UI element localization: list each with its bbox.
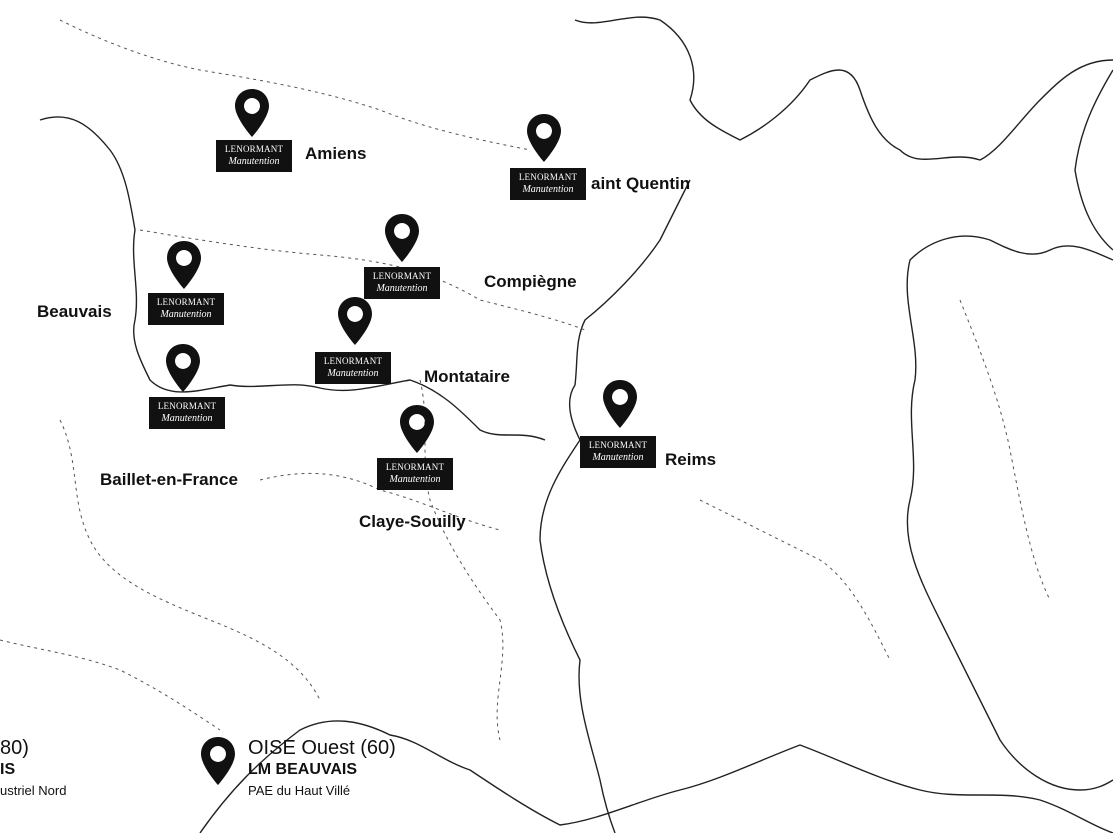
- city-label-claye: Claye-Souilly: [359, 512, 466, 531]
- map-pin-icon: [603, 380, 637, 428]
- legend-store: LM BEAUVAIS: [248, 761, 358, 778]
- city-label-reims: Reims: [665, 450, 717, 469]
- lenormant-logo: LENORMANT Manutention: [216, 140, 292, 172]
- dept-border-6: [959, 299, 1051, 601]
- border-north: [574, 16, 1113, 161]
- marker-saint-quentin[interactable]: LENORMANT Manutention: [510, 113, 590, 203]
- map-pin-icon: [338, 297, 372, 345]
- logo-wordmark: LENORMANT: [323, 356, 383, 366]
- lenormant-logo: LENORMANT Manutention: [148, 293, 224, 325]
- marker-beauvais[interactable]: LENORMANT Manutention: [148, 240, 228, 330]
- lenormant-logo: LENORMANT Manutention: [315, 352, 391, 384]
- legend-pin-icon: [201, 737, 235, 785]
- marker-compiegne[interactable]: LENORMANT Manutention: [364, 213, 444, 303]
- city-label-saint-quentin: aint Quentin: [591, 174, 691, 193]
- map-pin-icon: [166, 344, 200, 392]
- logo-wordmark: LENORMANT: [588, 440, 648, 450]
- border-east: [906, 235, 1113, 791]
- dept-border-2: [139, 229, 586, 331]
- logo-wordmark: LENORMANT: [224, 144, 284, 154]
- border-central: [539, 179, 691, 833]
- lenormant-logo: LENORMANT Manutention: [149, 397, 225, 429]
- marker-montataire[interactable]: LENORMANT Manutention: [315, 296, 395, 386]
- map-pin-icon: [385, 214, 419, 262]
- logo-wordmark: LENORMANT: [518, 172, 578, 182]
- border-east-edge: [1074, 69, 1113, 251]
- logo-tagline: Manutention: [228, 156, 280, 167]
- city-label-compiegne: Compiègne: [484, 272, 577, 291]
- dept-border-5: [259, 472, 501, 531]
- logo-tagline: Manutention: [327, 368, 379, 379]
- logo-tagline: Manutention: [592, 452, 644, 463]
- city-label-montataire: Montataire: [424, 367, 510, 386]
- city-label-amiens: Amiens: [305, 144, 367, 163]
- marker-reims[interactable]: LENORMANT Manutention: [580, 379, 660, 469]
- dept-border-7: [699, 499, 891, 661]
- lenormant-logo: LENORMANT Manutention: [580, 436, 656, 468]
- city-label-beauvais: Beauvais: [37, 302, 112, 321]
- map-pin-icon: [400, 405, 434, 453]
- dept-border-8: [0, 639, 221, 731]
- lenormant-logo: LENORMANT Manutention: [377, 458, 453, 490]
- dept-border-1: [59, 19, 531, 151]
- legend-entry-somme: 80) IS ustriel Nord: [0, 737, 66, 801]
- legend-store: IS: [0, 761, 16, 778]
- logo-tagline: Manutention: [522, 184, 574, 195]
- logo-tagline: Manutention: [389, 474, 441, 485]
- marker-amiens[interactable]: LENORMANT Manutention: [216, 88, 296, 178]
- border-northwest: [39, 116, 546, 441]
- logo-tagline: Manutention: [160, 309, 212, 320]
- map-pin-icon: [235, 89, 269, 137]
- logo-wordmark: LENORMANT: [157, 401, 217, 411]
- logo-wordmark: LENORMANT: [372, 271, 432, 281]
- logo-wordmark: LENORMANT: [156, 297, 216, 307]
- lenormant-logo: LENORMANT Manutention: [510, 168, 586, 200]
- logo-tagline: Manutention: [161, 413, 213, 424]
- city-label-baillet: Baillet-en-France: [100, 470, 238, 489]
- marker-claye[interactable]: LENORMANT Manutention: [377, 404, 457, 494]
- lenormant-logo: LENORMANT Manutention: [364, 267, 440, 299]
- legend-address: ustriel Nord: [0, 783, 67, 798]
- legend-address: PAE du Haut Villé: [248, 783, 351, 798]
- map-pin-icon: [167, 241, 201, 289]
- map-pin-icon: [527, 114, 561, 162]
- legend-region: OISE Ouest (60): [248, 737, 396, 759]
- dept-border-3: [59, 419, 321, 701]
- legend-entry-oise-ouest: OISE Ouest (60) LM BEAUVAIS PAE du Haut …: [248, 737, 396, 801]
- legend-region: 80): [0, 737, 29, 759]
- border-south: [199, 720, 1113, 833]
- logo-tagline: Manutention: [376, 283, 428, 294]
- marker-baillet[interactable]: LENORMANT Manutention: [149, 343, 229, 433]
- logo-wordmark: LENORMANT: [385, 462, 445, 472]
